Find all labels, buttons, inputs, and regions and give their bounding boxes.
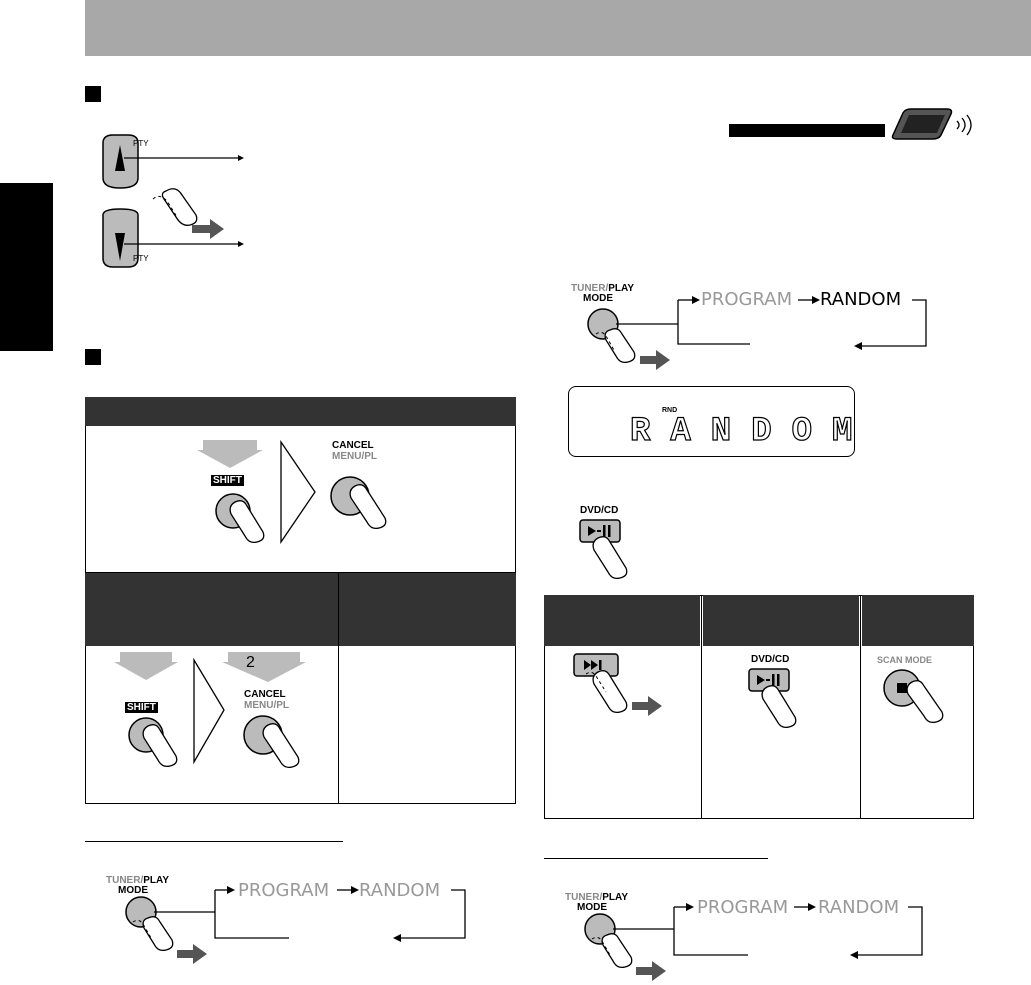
table-divider-1 (701, 595, 702, 819)
pty-buttons-illustration (98, 133, 248, 273)
section-tab (0, 183, 53, 351)
section-bullet-1 (85, 86, 101, 102)
remote-label-bar (729, 124, 885, 137)
remote-control-icon (885, 105, 980, 145)
shift-cancel-illustration (195, 438, 415, 548)
step-count-label: 2 (246, 654, 255, 672)
rule-right (544, 858, 768, 859)
scan-mode-label: SCAN MODE (877, 655, 932, 665)
cancel-label: CANCEL (332, 441, 374, 451)
table-header-skip (544, 595, 700, 646)
section-bullet-2 (85, 349, 101, 365)
pty-minus-label: PTY (133, 254, 149, 264)
random-label: RANDOM (820, 290, 901, 310)
display-random-text: RANDOM (630, 413, 872, 451)
program-label-2: PROGRAM (238, 881, 329, 901)
procedure-box-header (85, 397, 516, 426)
stop-button-illustration (872, 666, 962, 726)
table-divider-2 (860, 595, 861, 819)
table-header-play (703, 595, 859, 646)
procedure-subheader-left (85, 573, 338, 646)
cancel-label-2: CANCEL (244, 690, 286, 700)
shift-button-label: SHIFT (211, 470, 244, 488)
program-label-3: PROGRAM (697, 898, 788, 918)
dvd-play-button-illustration-2 (743, 667, 813, 733)
skip-button-illustration (568, 652, 668, 720)
dvd-play-button-illustration (574, 518, 644, 586)
dvd-cd-label: DVD/CD (580, 506, 618, 516)
random-label-2: RANDOM (359, 881, 440, 901)
dvd-cd-label-2: DVD/CD (751, 655, 789, 665)
program-label: PROGRAM (701, 290, 792, 310)
random-label-3: RANDOM (818, 898, 899, 918)
rule-left (85, 841, 343, 842)
procedure-subheader-right (339, 573, 516, 646)
shift-button-label-2: SHIFT (125, 697, 158, 715)
pty-plus-label: PTY (133, 139, 149, 149)
menu-pl-label: MENU/PL (332, 451, 377, 462)
table-header-stop (862, 595, 974, 646)
menu-pl-label-2: MENU/PL (244, 700, 289, 711)
page-header-bar (85, 0, 1031, 56)
column-divider (338, 573, 339, 804)
